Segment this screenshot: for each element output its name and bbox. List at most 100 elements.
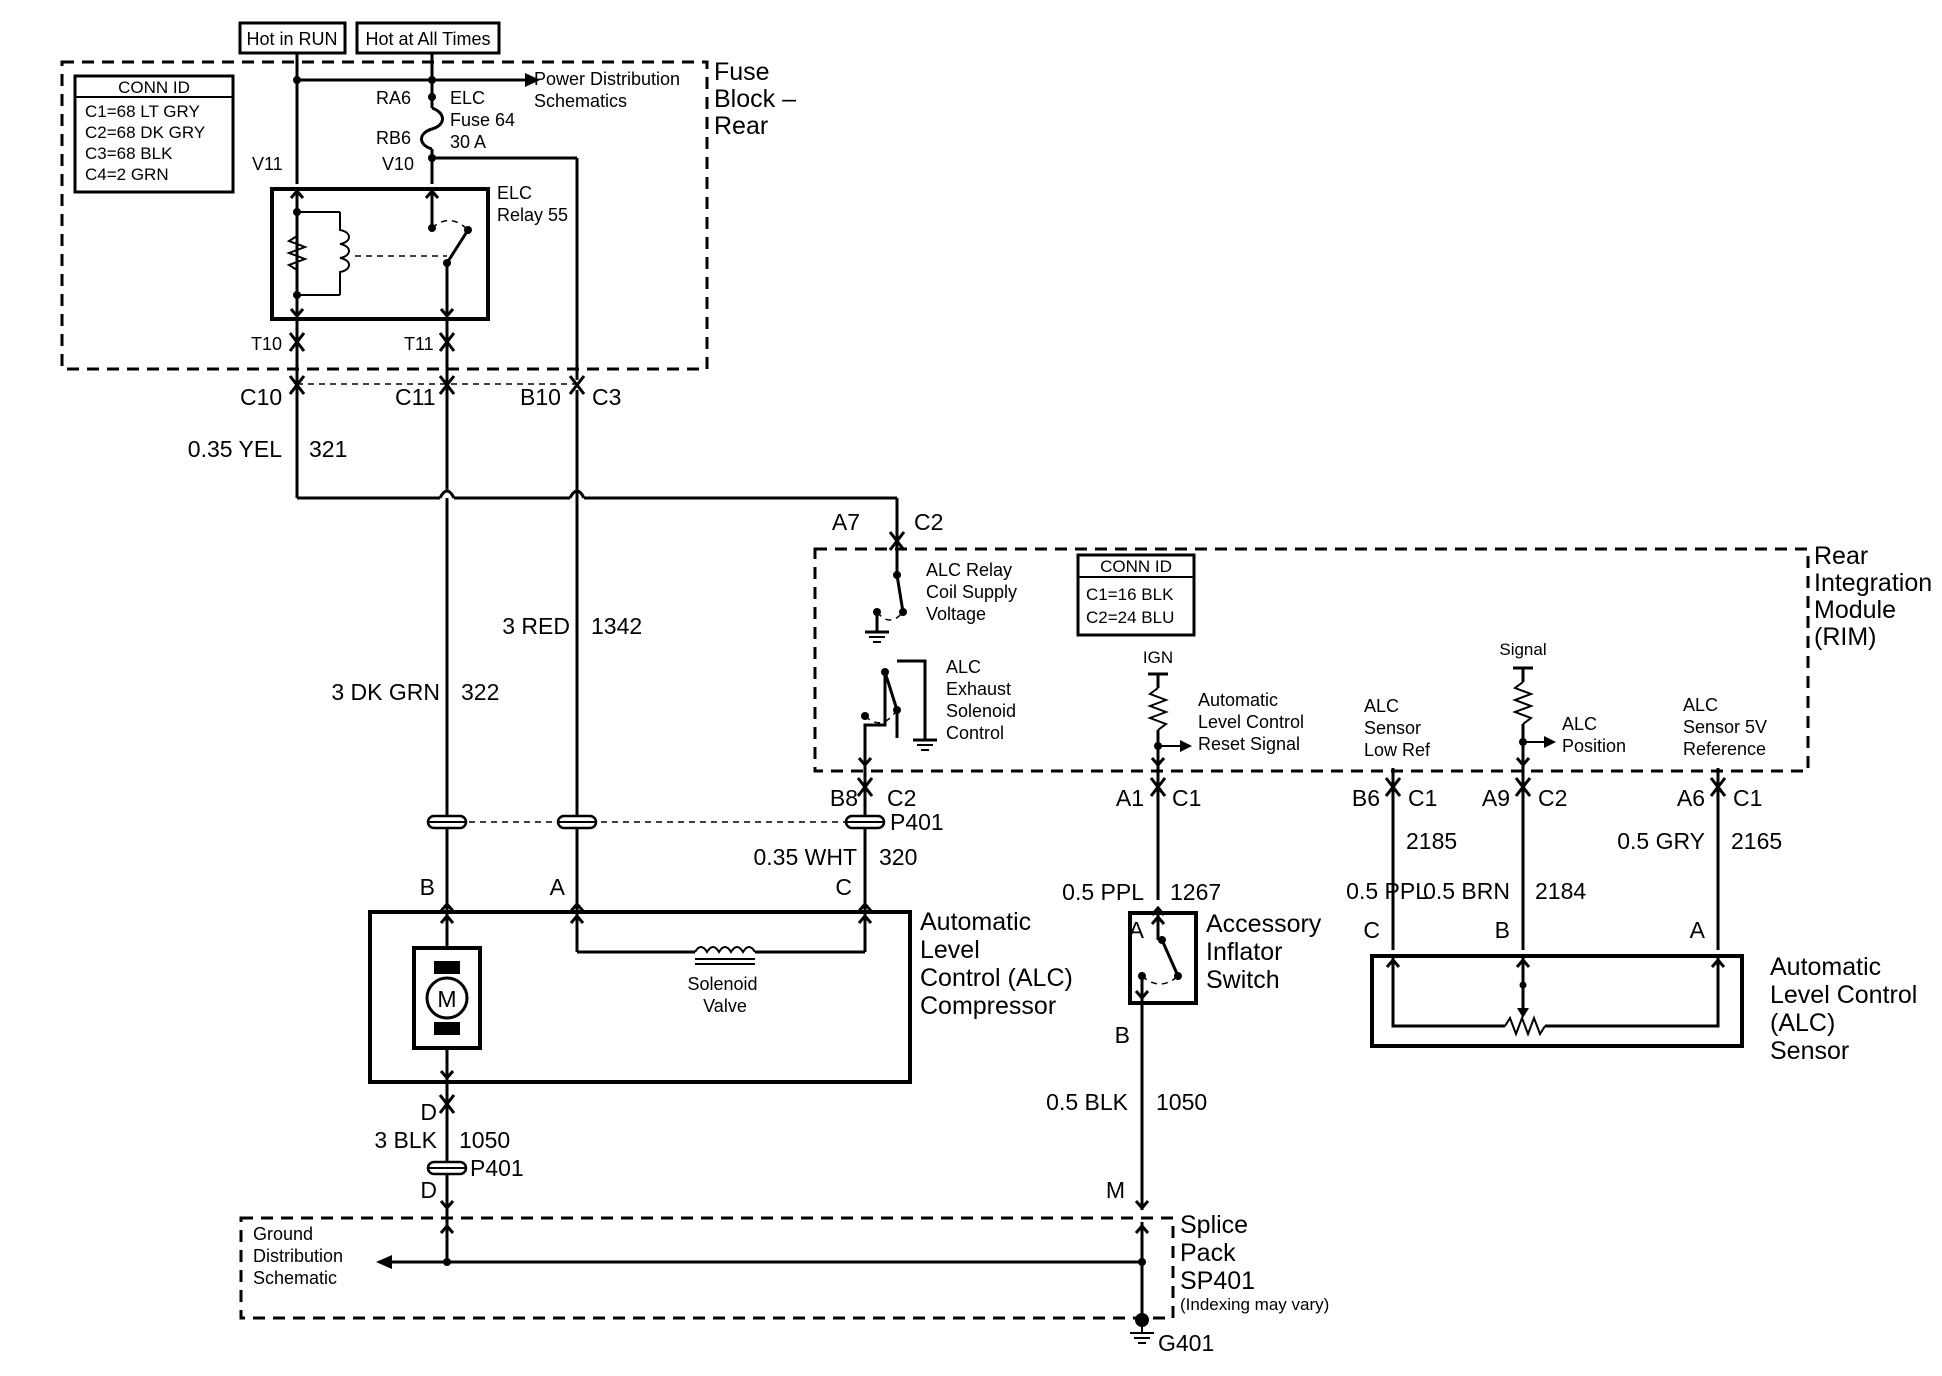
rim-conn-id-header: CONN ID (1100, 557, 1172, 576)
motor-icon (425, 976, 469, 1020)
compressor-pin-b: B (420, 874, 435, 900)
motor-label: M (437, 986, 456, 1012)
connector-b10: B10 (520, 384, 561, 410)
splice-title: Splice Pack SP401 (1180, 1211, 1255, 1295)
splice-note: (Indexing may vary) (1180, 1295, 1329, 1314)
pin-rb6: RB6 (376, 128, 411, 148)
connector-a6-conn: C1 (1733, 785, 1762, 811)
ground-distribution-label: Ground Distribution Schematic (253, 1224, 348, 1288)
connector-b6: B6 (1352, 785, 1380, 811)
compressor-pin-c: C (835, 874, 852, 900)
wire-1267-gauge: 0.5 PPL (1062, 879, 1144, 905)
ign-label: IGN (1143, 648, 1173, 667)
fuse-block-rear-outline (60, 60, 709, 371)
connector-a1: A1 (1116, 785, 1144, 811)
conn-id-lines: C1=68 LT GRY C2=68 DK GRY C3=68 BLK C4=2… (85, 102, 210, 184)
elc-relay-55-box (270, 187, 490, 321)
relay-coil-symbol (339, 212, 350, 295)
connector-a9-conn: C2 (1538, 785, 1567, 811)
ground-distribution-arrow (376, 1255, 392, 1269)
connector-b6-conn: C1 (1408, 785, 1437, 811)
elc-fuse-label: ELC Fuse 64 30 A (450, 88, 520, 152)
conn-id-header: CONN ID (118, 78, 190, 97)
reset-signal-label: Automatic Level Control Reset Signal (1198, 690, 1309, 754)
wire-2165-circuit: 2165 (1731, 828, 1782, 854)
elc-relay-label: ELC Relay 55 (497, 183, 568, 225)
elc-fuse-64-symbol (420, 106, 444, 151)
power-distribution-arrow (525, 73, 540, 87)
wire-1050-switch-circuit: 1050 (1156, 1089, 1207, 1115)
sensor-potentiometer (1504, 1015, 1546, 1037)
signal-label: Signal (1499, 640, 1546, 659)
wire-320-gauge: 0.35 WHT (753, 844, 857, 870)
compressor-pin-d: D (420, 1099, 437, 1125)
wire-1050-comp-circuit: 1050 (459, 1127, 510, 1153)
alc-position-label: ALC Position (1562, 714, 1626, 756)
pin-v10: V10 (382, 154, 414, 174)
rim-title: Rear Integration Module (RIM) (1814, 542, 1939, 651)
accessory-inflator-switch-box (1128, 911, 1198, 1005)
solenoid-valve-label: Solenoid Valve (687, 974, 762, 1016)
sensor-pin-a: A (1690, 917, 1706, 943)
wire-320-circuit: 320 (879, 844, 917, 870)
wire-2185-circuit: 2185 (1406, 828, 1457, 854)
p401-label: P401 (890, 809, 944, 835)
signal-pullup-resistor (1512, 681, 1534, 725)
rim-conn-id-box: CONN ID C1=16 BLK C2=24 BLU (1076, 553, 1196, 637)
sensor-title: Automatic Level Control (ALC) Sensor (1770, 953, 1924, 1065)
wire-322-gauge: 3 DK GRN (331, 679, 440, 705)
ign-pullup-resistor (1147, 687, 1169, 731)
fuse-block-title: Fuse Block – Rear (714, 58, 803, 140)
alc-sensor-box (1370, 954, 1744, 1048)
connector-c3: C3 (592, 384, 621, 410)
alc-compressor-box (368, 910, 912, 1084)
splice-pack-outline (239, 1216, 1175, 1320)
fuse-block-conn-id-box: CONN ID C1=68 LT GRY C2=68 DK GRY C3=68 … (73, 74, 235, 194)
switch-pin-a: A (1129, 917, 1145, 943)
connector-c10: C10 (240, 384, 282, 410)
relay-switch-contact (445, 229, 470, 264)
connector-b8-conn: C2 (887, 785, 916, 811)
wire-1342-circuit: 1342 (591, 613, 642, 639)
connector-a9: A9 (1482, 785, 1510, 811)
alc-relay-coil-label: ALC Relay Coil Supply Voltage (926, 560, 1022, 624)
compressor-pin-a: A (550, 874, 566, 900)
switch-pin-b: B (1115, 1022, 1130, 1048)
pin-v11: V11 (252, 154, 283, 174)
sensor-5v-label: ALC Sensor 5V Reference (1683, 695, 1772, 759)
compressor-title: Automatic Level Control (ALC) Compressor (920, 908, 1080, 1020)
rim-conn-id-lines: C1=16 BLK C2=24 BLU (1086, 585, 1178, 627)
connector-a1-conn: C1 (1172, 785, 1201, 811)
wire-2184-circuit: 2184 (1535, 878, 1586, 904)
wire-321-gauge: 0.35 YEL (188, 436, 282, 462)
wire-2185-gauge: 0.5 PPL (1346, 878, 1428, 904)
solenoid-valve-coil (694, 946, 756, 954)
hot-in-run-label: Hot in RUN (246, 29, 337, 49)
sensor-pin-c: C (1363, 917, 1380, 943)
wire-321-circuit: 321 (309, 436, 347, 462)
p401-bottom-label: P401 (470, 1155, 524, 1181)
pin-ra6: RA6 (376, 88, 411, 108)
pin-t10: T10 (251, 334, 282, 354)
wire-1050-comp-gauge: 3 BLK (374, 1127, 437, 1153)
connector-a7-conn: C2 (914, 509, 943, 535)
hot-at-all-times-tag: Hot at All Times (355, 21, 501, 55)
connector-c11: C11 (395, 384, 436, 410)
connector-a6: A6 (1677, 785, 1705, 811)
alc-exhaust-label: ALC Exhaust Solenoid Control (946, 657, 1021, 743)
power-distribution-label: Power Distribution Schematics (534, 69, 685, 111)
wire-2165-gauge: 0.5 GRY (1617, 828, 1705, 854)
wire-1050-switch-gauge: 0.5 BLK (1046, 1089, 1128, 1115)
switch-title: Accessory Inflator Switch (1206, 910, 1328, 994)
compressor-pin-d2: D (420, 1177, 437, 1203)
wire-1267-circuit: 1267 (1170, 879, 1221, 905)
rim-outline (813, 547, 1810, 773)
wire-2184-gauge: 0.5 BRN (1423, 878, 1510, 904)
hot-in-run-tag: Hot in RUN (238, 21, 347, 55)
g401-label: G401 (1158, 1330, 1214, 1356)
sensor-low-ref-label: ALC Sensor Low Ref (1364, 696, 1431, 760)
connector-a7: A7 (832, 509, 860, 535)
hot-at-all-times-label: Hot at All Times (365, 29, 490, 49)
wire-1342-gauge: 3 RED (502, 613, 570, 639)
